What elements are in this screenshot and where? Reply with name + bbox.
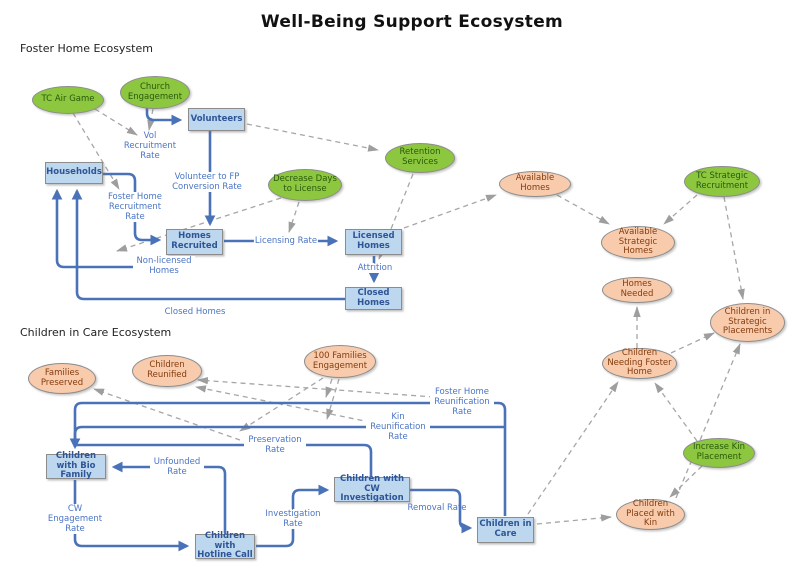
- flow-label-kin-reunification-rate: Kin Reunification Rate: [366, 411, 430, 443]
- node-label: 100 Families Engagement: [312, 350, 368, 371]
- stock-closed-homes[interactable]: Closed Homes: [345, 287, 402, 310]
- stock-households[interactable]: Households: [45, 162, 103, 184]
- flow-label-cw-engagement-rate: CW Engagement Rate: [45, 503, 105, 535]
- section-foster-home: Foster Home Ecosystem: [20, 42, 153, 55]
- node-100-families-engagement[interactable]: 100 Families Engagement: [304, 345, 376, 378]
- node-label: Children Needing Foster Home: [607, 348, 672, 378]
- stock-label: Volunteers: [190, 113, 243, 124]
- node-homes-needed[interactable]: Homes Needed: [602, 277, 672, 303]
- node-tc-strategic-recruitment[interactable]: TC Strategic Recruitment: [684, 166, 760, 197]
- flow-label-removal-rate: Removal Rate: [407, 502, 467, 513]
- node-label: Retention Services: [399, 147, 441, 167]
- stock-volunteers[interactable]: Volunteers: [188, 108, 245, 131]
- node-children-in-strategic-placements[interactable]: Children in Strategic Placements: [710, 303, 785, 342]
- flow-label-foster-home-recruitment-rate: Foster Home Recruitment Rate: [104, 191, 166, 223]
- stock-licensed-homes[interactable]: Licensed Homes: [345, 229, 402, 255]
- node-label: Increase Kin Placement: [693, 442, 745, 462]
- node-available-strategic-homes[interactable]: Available Strategic Homes: [601, 226, 675, 259]
- node-increase-kin-placement[interactable]: Increase Kin Placement: [683, 438, 755, 468]
- flow-label-closed-homes: Closed Homes: [164, 306, 226, 317]
- node-label: Children Placed with Kin: [626, 499, 675, 529]
- node-tc-air-game[interactable]: TC Air Game: [32, 86, 104, 114]
- node-label: Homes Needed: [620, 279, 654, 299]
- node-label: Families Preserved: [40, 367, 84, 388]
- node-church-engagement[interactable]: Church Engagement: [120, 76, 190, 109]
- flow-label-attrition: Attrition: [356, 262, 394, 274]
- node-label: TC Strategic Recruitment: [695, 170, 749, 191]
- flow-label-volunteer-to-fp-conversion-rate: Volunteer to FP Conversion Rate: [171, 171, 243, 193]
- flow-label-preservation-rate: Preservation Rate: [244, 434, 306, 456]
- flow-label-foster-home-reunification-rate: Foster Home Reunification Rate: [430, 386, 494, 418]
- stock-label: Children in Care: [479, 519, 532, 539]
- flow-label-non-licensed-homes: Non-licensed Homes: [133, 255, 195, 277]
- stock-label: Licensed Homes: [352, 231, 395, 251]
- section-children-in-care: Children in Care Ecosystem: [20, 326, 172, 339]
- influence-arrows: [72, 108, 745, 525]
- stock-children-with-bio-family[interactable]: Children with Bio Family: [46, 450, 106, 481]
- stock-label: Children with CW Investigation: [339, 473, 405, 504]
- stock-children-with-hotline-call[interactable]: Children with Hotline Call: [195, 530, 255, 561]
- stock-label: Homes Recruited: [171, 231, 218, 251]
- node-label: Children in Strategic Placements: [722, 307, 773, 337]
- stock-children-in-care[interactable]: Children in Care: [477, 517, 534, 543]
- node-children-reunified[interactable]: Children Reunified: [132, 355, 202, 387]
- node-children-placed-with-kin[interactable]: Children Placed with Kin: [616, 499, 685, 530]
- flow-label-licensing-rate: Licensing Rate: [253, 235, 319, 247]
- flow-label-unfounded-rate: Unfounded Rate: [150, 456, 204, 478]
- node-label: Children Reunified: [147, 360, 187, 380]
- node-retention-services[interactable]: Retention Services: [385, 143, 455, 173]
- stock-label: Children with Hotline Call: [197, 530, 253, 561]
- stock-label: Households: [46, 167, 102, 178]
- stock-children-with-cw-investigation[interactable]: Children with CW Investigation: [334, 473, 410, 504]
- flow-label-investigation-rate: Investigation Rate: [261, 508, 325, 530]
- node-label: Available Strategic Homes: [618, 227, 658, 257]
- node-label: Decrease Days to License: [273, 174, 337, 194]
- node-families-preserved[interactable]: Families Preserved: [28, 363, 96, 394]
- stock-label: Children with Bio Family: [55, 450, 97, 481]
- page-title: Well-Being Support Ecosystem: [260, 12, 564, 32]
- node-label: Available Homes: [515, 173, 555, 193]
- node-children-needing-foster-home[interactable]: Children Needing Foster Home: [602, 348, 677, 379]
- stock-homes-recruited[interactable]: Homes Recruited: [166, 229, 223, 255]
- node-label: TC Air Game: [41, 94, 95, 105]
- flow-label-vol-recruitment-rate: Vol Recruitment Rate: [123, 130, 177, 162]
- stock-label: Closed Homes: [357, 287, 390, 308]
- node-available-homes[interactable]: Available Homes: [499, 171, 571, 197]
- node-decrease-days-to-license[interactable]: Decrease Days to License: [268, 169, 342, 201]
- node-label: Church Engagement: [127, 81, 183, 102]
